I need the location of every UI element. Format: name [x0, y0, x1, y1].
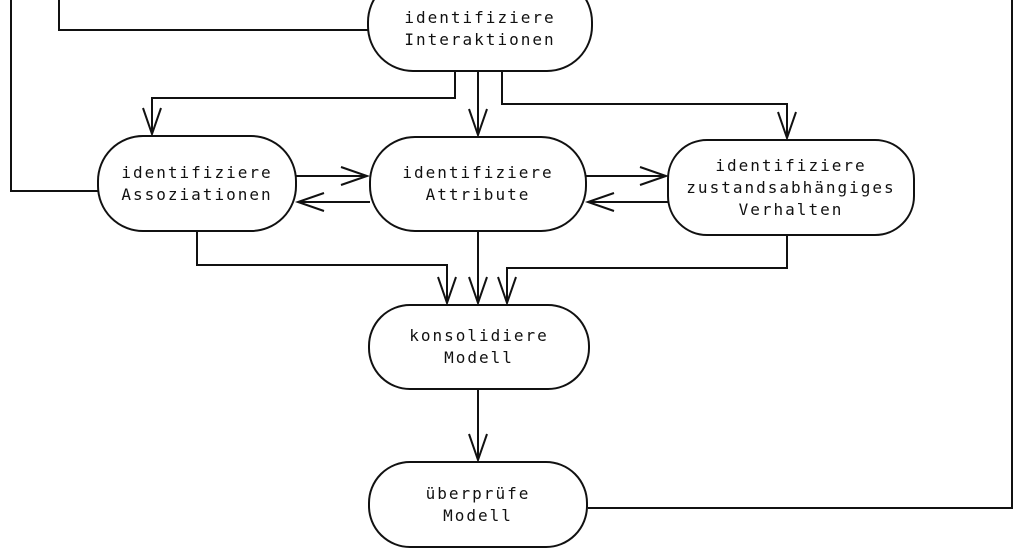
node-label-line: identifiziere	[715, 155, 867, 175]
node-identifiziere-attribute: identifiziere Attribute	[369, 136, 587, 232]
node-label-line: identifiziere	[121, 162, 273, 182]
node-identifiziere-interaktionen: identifiziere Interaktionen	[367, 0, 593, 72]
edge-verhalten-to-konsolidiere-arrowhead	[497, 276, 517, 307]
node-label-line: Verhalten	[738, 199, 844, 219]
edge-assoziationen-to-attribute-arrowhead	[340, 166, 371, 186]
node-label-line: Assoziationen	[121, 184, 273, 204]
edge-interaktionen-to-assoziationen-arrowhead	[142, 107, 162, 138]
edge-offscreen-top-to-interaktionen	[58, 0, 368, 31]
edge-offscreen-top-to-assoziationen	[10, 0, 98, 192]
edge-verhalten-to-konsolidiere	[506, 236, 788, 303]
node-label-line: zustandsabhängiges	[686, 177, 896, 197]
edge-verhalten-to-attribute-arrowhead	[584, 192, 615, 212]
node-label-line: Attribute	[425, 185, 531, 204]
edge-interaktionen-to-attribute-arrowhead	[468, 108, 488, 139]
node-label-line: konsolidiere	[409, 326, 549, 345]
edge-interaktionen-to-verhalten	[501, 71, 788, 138]
edge-assoziationen-to-konsolidiere-arrowhead	[437, 276, 457, 307]
edge-attribute-to-verhalten-arrowhead	[639, 166, 670, 186]
node-label-line: Modell	[444, 348, 514, 367]
node-label-line: identifiziere	[404, 8, 556, 27]
node-label-line: identifiziere	[402, 163, 554, 182]
node-label-line: überprüfe	[425, 483, 531, 503]
node-label-line: Interaktionen	[404, 30, 556, 49]
edge-interaktionen-to-verhalten-arrowhead	[777, 111, 797, 142]
edge-assoziationen-to-konsolidiere	[196, 232, 448, 303]
edge-konsolidiere-to-ueberpruefe-arrowhead	[468, 433, 488, 464]
node-ueberpruefe-modell: überprüfe Modell	[368, 461, 588, 548]
edge-interaktionen-to-assoziationen	[151, 71, 456, 134]
edge-attribute-to-assoziationen-arrowhead	[294, 192, 325, 212]
edge-ueberpruefe-feedback-right-up	[588, 0, 1013, 509]
node-konsolidiere-modell: konsolidiere Modell	[368, 304, 590, 390]
edge-attribute-to-konsolidiere-arrowhead	[468, 276, 488, 307]
node-identifiziere-assoziationen: identifiziere Assoziationen	[97, 135, 297, 232]
node-identifiziere-zustandsabhaengiges-verhalten: identifiziere zustandsabhängiges Verhalt…	[667, 139, 915, 236]
node-label-line: Modell	[443, 505, 513, 525]
